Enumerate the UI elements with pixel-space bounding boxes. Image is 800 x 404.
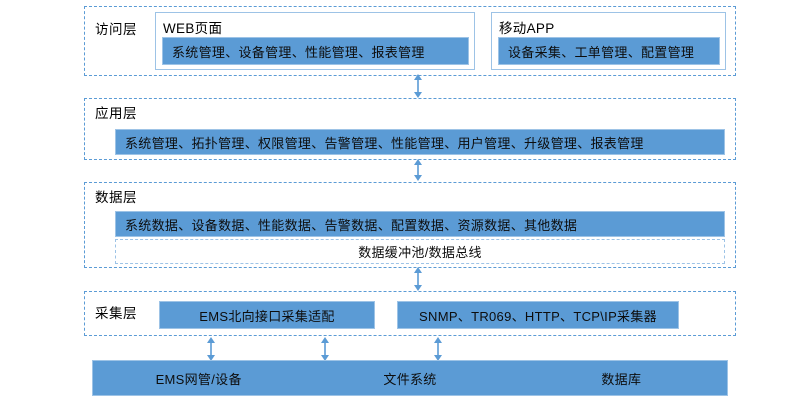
layer-collection-label: 采集层 — [95, 306, 137, 321]
connector-application-data — [411, 159, 425, 181]
layer-application-functions: 系统管理、拓扑管理、权限管理、告警管理、性能管理、用户管理、升级管理、报表管理 — [115, 129, 725, 155]
resource-cell-filesystem: 文件系统 — [383, 371, 437, 387]
resource-bar: EMS网管/设备 文件系统 数据库 — [92, 360, 728, 396]
connector-collection-ems — [204, 337, 218, 361]
resource-cell-ems: EMS网管/设备 — [155, 371, 242, 387]
card-web-title: WEB页面 — [163, 21, 223, 36]
card-web: WEB页面 系统管理、设备管理、性能管理、报表管理 — [155, 12, 475, 70]
connector-collection-filesystem — [318, 337, 332, 361]
collector-protocol: SNMP、TR069、HTTP、TCP\IP采集器 — [397, 301, 679, 329]
layer-access: 访问层 WEB页面 系统管理、设备管理、性能管理、报表管理 移动APP 设备采集… — [84, 6, 736, 76]
collector-ems-northbound: EMS北向接口采集适配 — [159, 301, 375, 329]
connector-collection-database — [431, 337, 445, 361]
layer-collection: 采集层 EMS北向接口采集适配 SNMP、TR069、HTTP、TCP\IP采集… — [84, 291, 736, 336]
card-mobile-app: 移动APP 设备采集、工单管理、配置管理 — [491, 12, 726, 70]
card-mobile-app-title: 移动APP — [499, 21, 555, 36]
card-mobile-app-functions: 设备采集、工单管理、配置管理 — [498, 37, 720, 65]
card-web-functions: 系统管理、设备管理、性能管理、报表管理 — [162, 37, 469, 65]
connector-data-collection — [411, 267, 425, 291]
layer-application: 应用层 系统管理、拓扑管理、权限管理、告警管理、性能管理、用户管理、升级管理、报… — [84, 98, 736, 160]
layer-data: 数据层 系统数据、设备数据、性能数据、告警数据、配置数据、资源数据、其他数据 数… — [84, 182, 736, 268]
layer-access-label: 访问层 — [95, 22, 137, 37]
data-bus-box: 数据缓冲池/数据总线 — [115, 239, 725, 264]
layer-application-label: 应用层 — [95, 106, 137, 121]
connector-access-application — [411, 74, 425, 98]
resource-cell-database: 数据库 — [601, 371, 642, 387]
layer-data-categories: 系统数据、设备数据、性能数据、告警数据、配置数据、资源数据、其他数据 — [115, 211, 725, 237]
layer-data-label: 数据层 — [95, 190, 137, 205]
